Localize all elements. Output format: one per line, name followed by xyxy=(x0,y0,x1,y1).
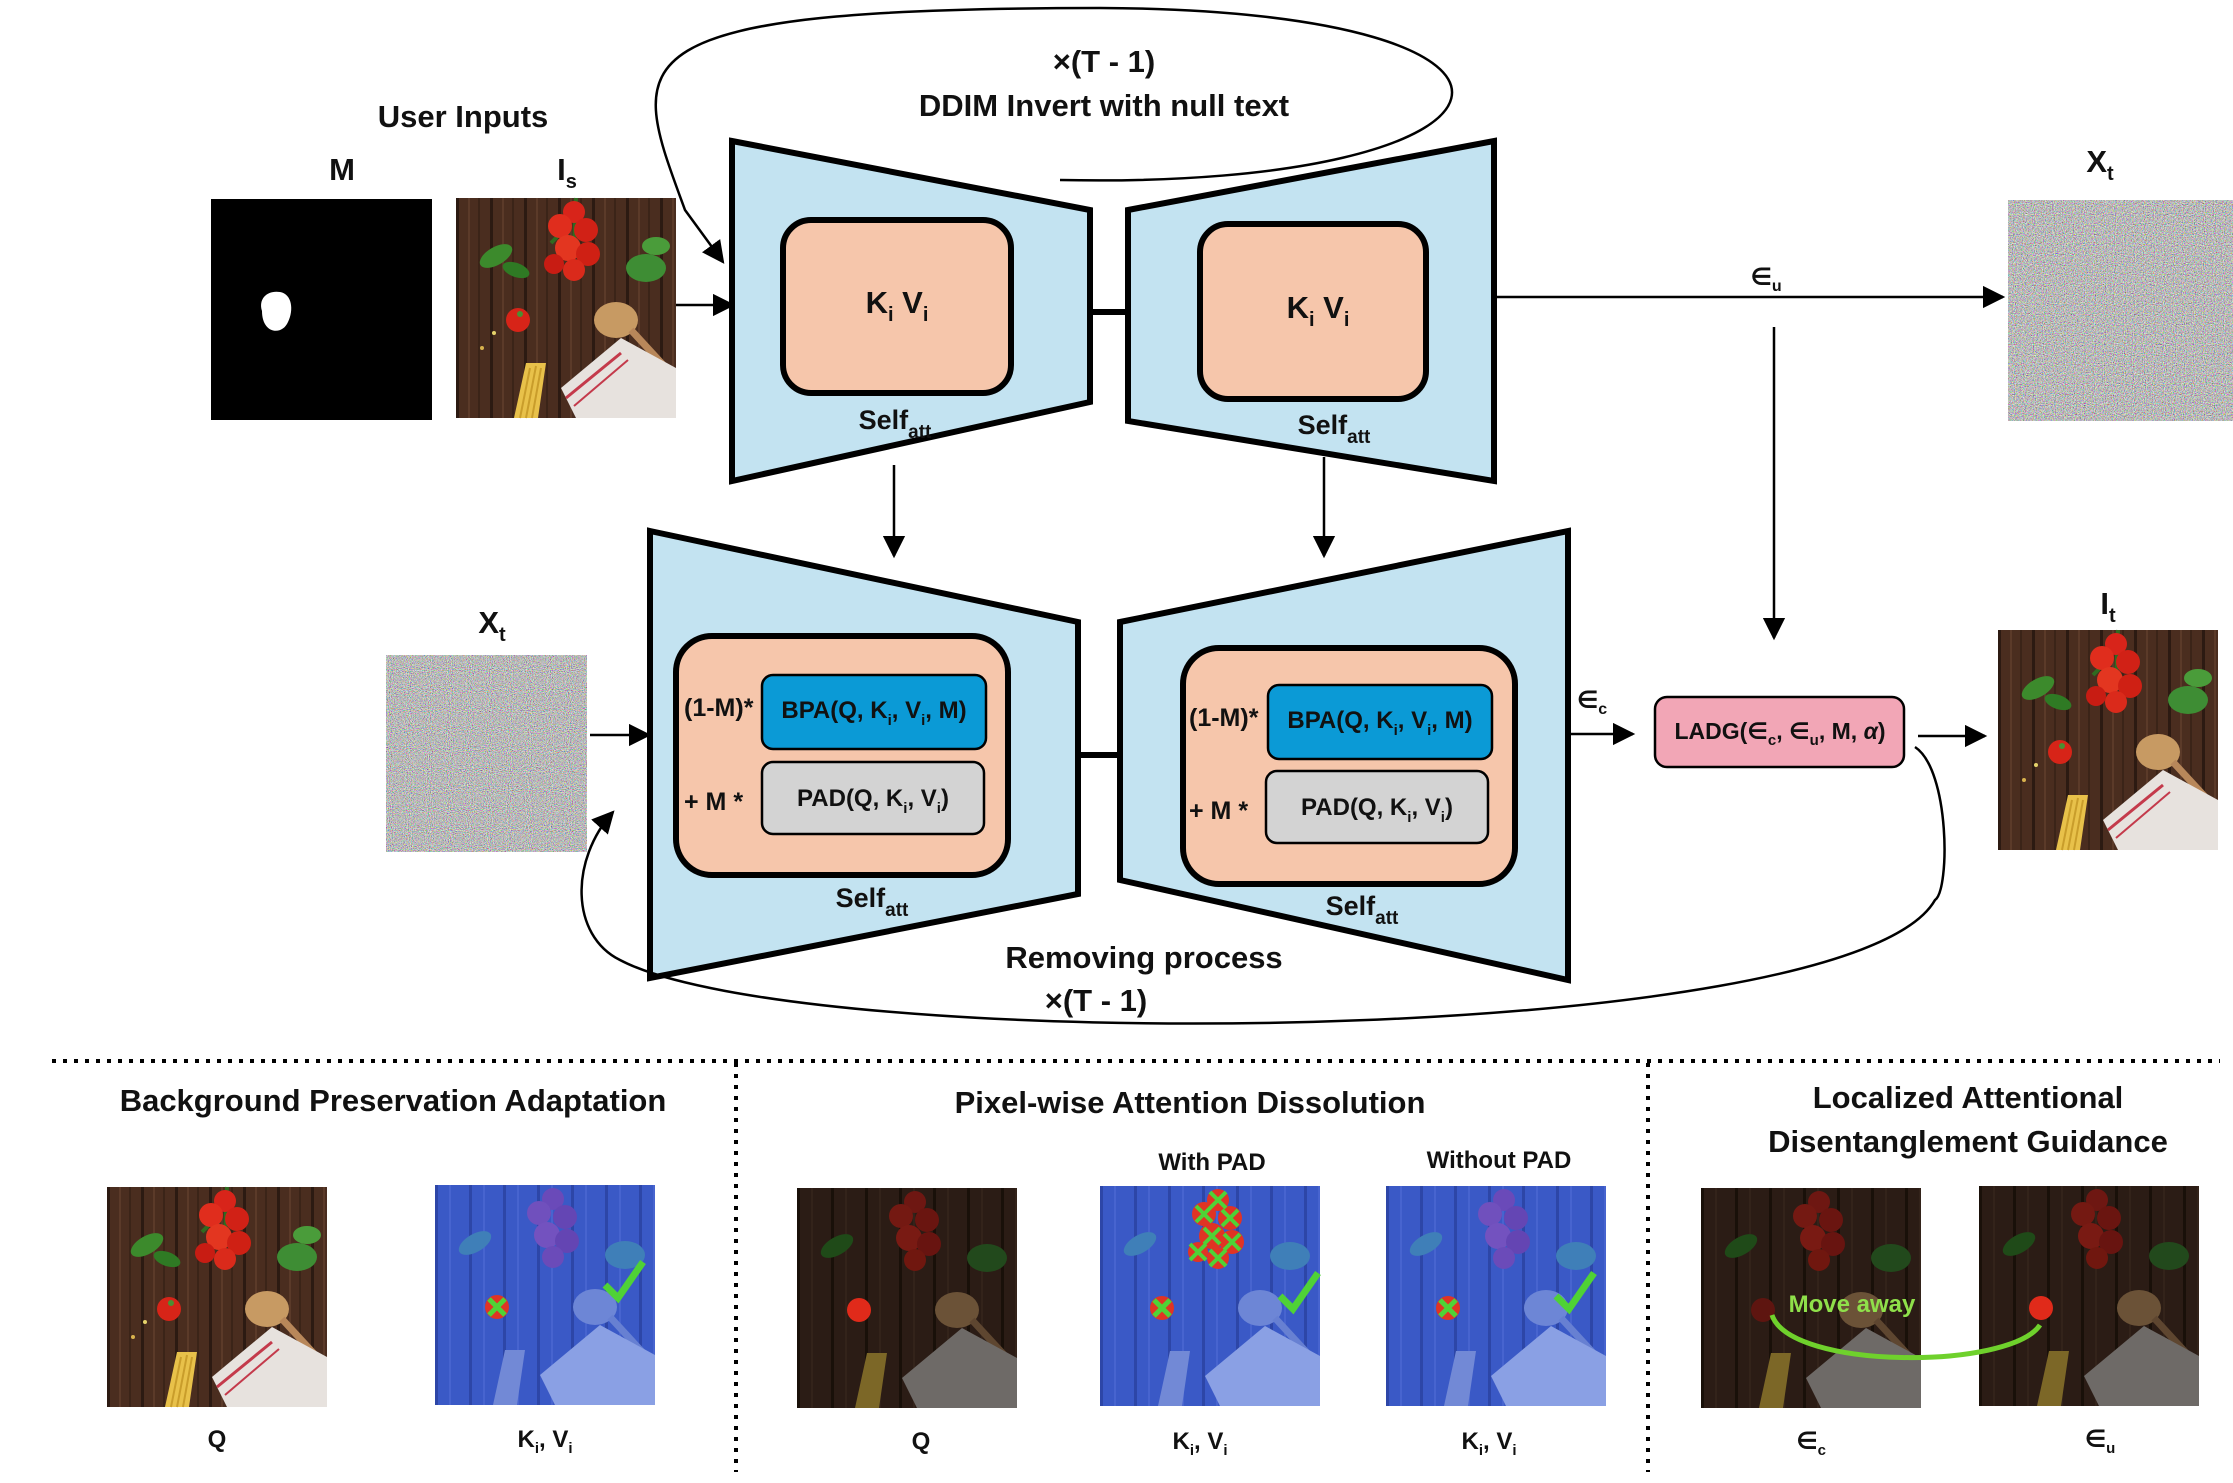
without-pad-kv-label: Ki, Vi xyxy=(1461,1428,1516,1459)
removal-attn-block-left xyxy=(673,633,1011,878)
inversion-loop-count: ×(T - 1) xyxy=(1053,44,1155,79)
xt-mid-noise xyxy=(386,655,587,852)
plus-m-right: + M * xyxy=(1189,797,1248,825)
eps-u-label: ∈u xyxy=(1750,264,1781,295)
removal-loop-arrow xyxy=(580,745,1946,1025)
pad-q-label: Q xyxy=(912,1428,931,1455)
user-inputs-title: User Inputs xyxy=(378,99,549,134)
bpa-cross-mark xyxy=(485,1295,509,1319)
it-output-image xyxy=(1998,630,2218,850)
ladg-section-title-line1: Localized Attentional xyxy=(1813,1080,2124,1115)
inversion-attn-block-right xyxy=(1197,221,1429,402)
source-image-label: Is xyxy=(557,152,577,193)
removal-loop-count: ×(T - 1) xyxy=(1045,983,1147,1018)
pad-text-right: PAD(Q, Ki, Vi) xyxy=(1301,794,1453,826)
ladg-eps-u-image xyxy=(1979,1186,2199,1406)
xt-top-label: Xt xyxy=(2086,144,2114,185)
with-pad-label: With PAD xyxy=(1158,1149,1265,1176)
ladg-box xyxy=(1653,695,1906,769)
xt-top-noise xyxy=(2008,200,2233,421)
pad-q-image xyxy=(797,1188,1017,1408)
pad-section-title: Pixel-wise Attention Dissolution xyxy=(955,1085,1426,1120)
eps-c-label: ∈c xyxy=(1577,687,1608,718)
source-image xyxy=(456,198,676,418)
removing-process-caption: Removing process xyxy=(1005,940,1282,975)
with-pad-kv-map xyxy=(1100,1186,1320,1406)
bpa-box-left xyxy=(760,673,988,751)
bpa-q-label: Q xyxy=(208,1426,227,1453)
bpa-text-left: BPA(Q, Ki, Vi, M) xyxy=(781,697,966,729)
mask-blob xyxy=(261,291,292,331)
pad-box-left xyxy=(760,760,986,836)
removal-self-att-right: Selfatt xyxy=(1326,891,1399,929)
move-away-label: Move away xyxy=(1789,1291,1916,1318)
inversion-kv-left: Ki Vi xyxy=(866,285,929,326)
inversion-attn-block-left xyxy=(780,217,1014,396)
one-minus-m-left: (1-M)* xyxy=(684,694,754,722)
pad-text-left: PAD(Q, Ki, Vi) xyxy=(797,785,949,817)
bpa-box-right xyxy=(1266,683,1494,761)
one-minus-m-right: (1-M)* xyxy=(1189,704,1259,732)
with-pad-kv-label: Ki, Vi xyxy=(1172,1428,1227,1459)
move-away-curve xyxy=(1769,1313,2043,1361)
xt-mid-label: Xt xyxy=(478,605,506,646)
without-pad-label: Without PAD xyxy=(1427,1147,1572,1174)
ladg-text: LADG(∈c, ∈u, M, α) xyxy=(1674,718,1885,749)
inversion-kv-right: Ki Vi xyxy=(1287,290,1350,331)
ladg-eps-c-label: ∈c xyxy=(1796,1428,1826,1459)
bpa-q-image xyxy=(107,1187,327,1407)
bpa-kv-label: Ki, Vi xyxy=(517,1426,572,1457)
removal-attn-block-right xyxy=(1180,645,1518,887)
pad-box-right xyxy=(1264,769,1490,845)
without-pad-kv-map xyxy=(1386,1186,1606,1406)
plus-m-left: + M * xyxy=(684,788,743,816)
mask-image xyxy=(211,199,432,420)
bpa-section-title: Background Preservation Adaptation xyxy=(120,1083,667,1118)
ladg-eps-u-label: ∈u xyxy=(2085,1426,2116,1457)
mask-label: M xyxy=(329,152,355,187)
bpa-text-right: BPA(Q, Ki, Vi, M) xyxy=(1287,707,1472,739)
inversion-self-att-left: Selfatt xyxy=(859,405,932,443)
ladg-eps-c-image xyxy=(1701,1188,1921,1408)
inversion-loop-caption: DDIM Invert with null text xyxy=(919,88,1289,123)
removal-self-att-left: Selfatt xyxy=(836,883,909,921)
it-label: It xyxy=(2100,586,2116,627)
ladg-section-title-line2: Disentanglement Guidance xyxy=(1768,1124,2168,1159)
bpa-check-mark xyxy=(602,1260,646,1304)
inversion-self-att-right: Selfatt xyxy=(1298,410,1371,448)
inversion-loop-arrow xyxy=(654,6,1454,264)
